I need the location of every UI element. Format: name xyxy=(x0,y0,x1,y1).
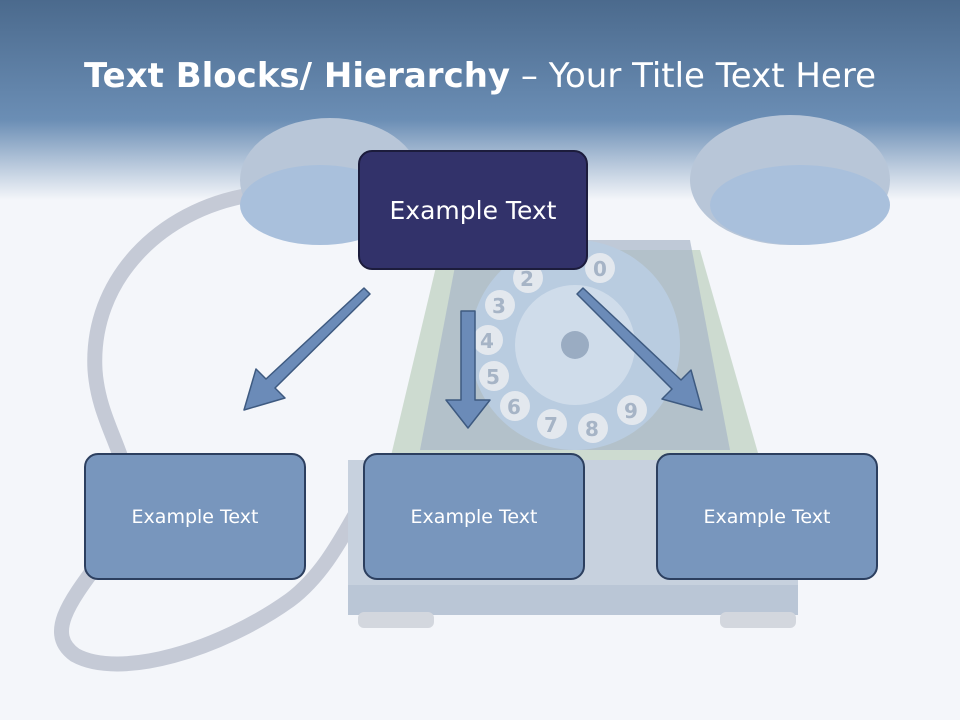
dial-digit: 3 xyxy=(492,294,506,318)
child-text-block-center[interactable]: Example Text xyxy=(363,453,585,580)
top-text-block[interactable]: Example Text xyxy=(358,150,588,270)
slide-title: Text Blocks/ Hierarchy – Your Title Text… xyxy=(0,52,960,100)
dial-digit: 8 xyxy=(585,417,599,441)
dial-digit: 0 xyxy=(593,257,607,281)
dial-digits: 2 3 0 4 5 6 7 8 9 xyxy=(473,253,647,443)
dial-digit: 7 xyxy=(544,413,558,437)
dial-digit: 6 xyxy=(507,395,521,419)
dial-digit: 4 xyxy=(480,329,494,353)
child-text-block-left[interactable]: Example Text xyxy=(84,453,306,580)
title-rest-part: – Your Title Text Here xyxy=(510,56,876,96)
child-text-block-label: Example Text xyxy=(131,505,259,528)
top-text-block-label: Example Text xyxy=(389,195,557,225)
title-bold-part: Text Blocks/ Hierarchy xyxy=(83,56,511,96)
child-text-block-label: Example Text xyxy=(703,505,831,528)
dial-digit: 9 xyxy=(624,399,638,423)
dial-digit: 5 xyxy=(486,365,500,389)
dial-digit: 2 xyxy=(520,267,534,291)
child-text-block-label: Example Text xyxy=(410,505,538,528)
telephone-cord xyxy=(54,187,378,672)
child-text-block-right[interactable]: Example Text xyxy=(656,453,878,580)
